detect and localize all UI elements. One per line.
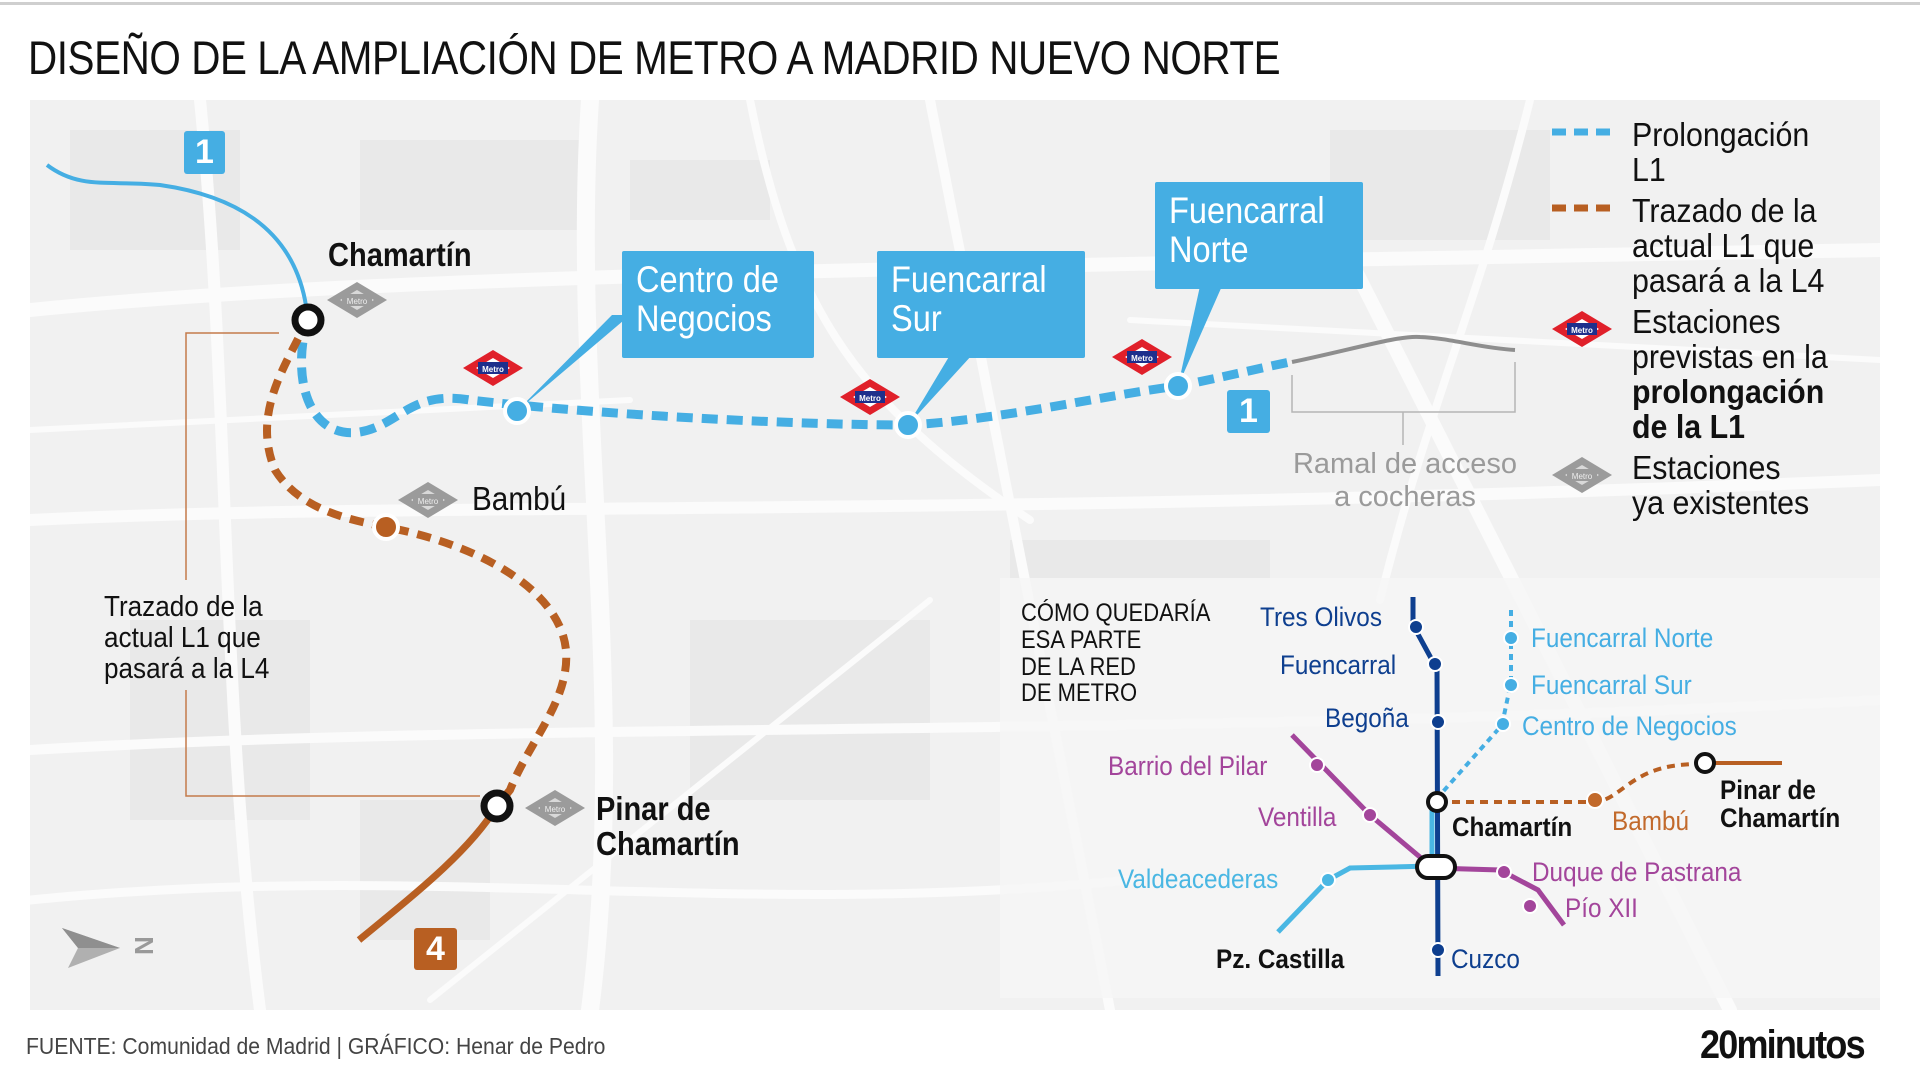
inset-label-fuencarral-norte: Fuencarral Norte xyxy=(1531,623,1714,653)
station-label-bambu: Bambú xyxy=(472,480,567,517)
legend-item-l1-extension: Prolongación L1 xyxy=(1550,117,1890,188)
ramal-label: Ramal de acceso a cocheras xyxy=(1292,448,1518,514)
inset-label-duque-de-pastrana: Duque de Pastrana xyxy=(1532,857,1742,887)
legend-item-l4-transfer: Trazado de la actual L1 que pasará a la … xyxy=(1550,193,1890,299)
station-label-pinar-de-chamartin: Pinar de Chamartín xyxy=(596,790,740,862)
callout-fuencarral-norte: Fuencarral Norte xyxy=(1155,182,1363,289)
inset-pz-castilla-interchange xyxy=(1415,854,1457,880)
blue-dashed-line-icon xyxy=(1552,128,1610,136)
ramal-bracket xyxy=(1291,362,1516,445)
l4-existing-line xyxy=(356,804,500,943)
metro-logo-existing-icon xyxy=(1552,456,1612,493)
inset-pinar-node xyxy=(1694,752,1716,774)
inset-label-tres-olivos: Tres Olivos xyxy=(1260,602,1382,632)
line-1-badge: 1 xyxy=(1227,390,1270,433)
inset-label-bambu: Bambú xyxy=(1612,806,1690,836)
station-label-chamartin: Chamartín xyxy=(328,236,472,273)
inset-label-pinar-de-chamartin: Pinar de Chamartín xyxy=(1720,775,1841,834)
inset-label-begona: Begoña xyxy=(1325,703,1409,733)
centro-negocios-node xyxy=(503,397,531,425)
inset-label-fuencarral-sur: Fuencarral Sur xyxy=(1531,670,1692,700)
brand-logo: 20minutos xyxy=(1700,1023,1866,1067)
bambu-node xyxy=(372,513,400,541)
l1-existing-line xyxy=(45,163,310,319)
brown-dashed-line-icon xyxy=(1552,204,1610,212)
inset-label-valdeacederas: Valdeacederas xyxy=(1118,864,1279,894)
inset-l10-line xyxy=(1290,733,1567,927)
compass-north-icon xyxy=(62,928,120,968)
metro-logo-new-icon xyxy=(1552,310,1612,347)
line-4-badge: 4 xyxy=(414,928,457,970)
inset-chamartin-node xyxy=(1426,791,1448,813)
callout-pointer-fuencarral-sur xyxy=(908,355,972,425)
annotation-l4-transfer: Trazado de la actual L1 que pasará a la … xyxy=(104,591,270,686)
chamartin-node xyxy=(291,303,325,337)
compass-north-label: N xyxy=(129,936,160,956)
inset-label-cuzco: Cuzco xyxy=(1451,944,1520,974)
inset-label-centro-de-negocios: Centro de Negocios xyxy=(1522,711,1737,741)
inset-label-chamartin: Chamartín xyxy=(1452,812,1573,842)
legend-item-new-stations: Estaciones previstas en la prolongación … xyxy=(1550,304,1890,445)
pinar-node xyxy=(480,789,514,823)
fuencarral-sur-node xyxy=(894,411,922,439)
callout-centro-de-negocios: Centro de Negocios xyxy=(622,251,814,358)
fuencarral-norte-node xyxy=(1164,372,1192,400)
line-1-badge: 1 xyxy=(184,131,225,174)
callout-fuencarral-sur: Fuencarral Sur xyxy=(877,251,1085,358)
source-credit: FUENTE: Comunidad de Madrid | GRÁFICO: H… xyxy=(26,1033,606,1059)
inset-label-ventilla: Ventilla xyxy=(1258,802,1337,832)
inset-label-fuencarral: Fuencarral xyxy=(1280,650,1397,680)
callout-pointer-centro xyxy=(517,315,630,411)
legend-item-existing-stations: Estaciones ya existentes xyxy=(1550,450,1890,521)
inset-label-barrio-del-pilar: Barrio del Pilar xyxy=(1108,751,1268,781)
top-rule xyxy=(0,2,1920,5)
ramal-track xyxy=(1291,334,1516,364)
inset-label-pz-castilla: Pz. Castilla xyxy=(1216,944,1345,974)
inset-network-diagram xyxy=(1000,578,1880,998)
callout-pointer-fuencarral-norte xyxy=(1178,286,1222,386)
l4-transfer-line xyxy=(263,316,571,809)
inset-title: CÓMO QUEDARÍA ESA PARTE DE LA RED DE MET… xyxy=(1021,599,1211,708)
legend: Prolongación L1 Trazado de la actual L1 … xyxy=(1550,117,1890,527)
page-title: DISEÑO DE LA AMPLIACIÓN DE METRO A MADRI… xyxy=(28,31,1281,84)
inset-label-pio-xii: Pío XII xyxy=(1565,893,1638,923)
annotation-bracket xyxy=(185,332,480,797)
inset-l9-line xyxy=(1276,863,1433,934)
